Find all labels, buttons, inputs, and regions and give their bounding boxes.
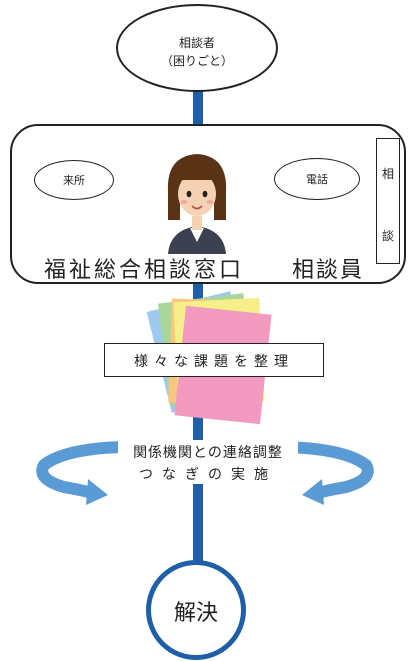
cycle-arrows	[36, 440, 374, 505]
side-char-top: 相	[381, 167, 394, 181]
side-consult-box: 相 談	[376, 138, 400, 264]
visit-label: 来所	[63, 174, 85, 187]
coordination-text-bg	[118, 440, 298, 484]
counselor-illustration	[167, 154, 227, 254]
desk-title: 福祉総合相談窓口	[44, 258, 245, 283]
coordination-line1: 関係機関との連絡調整	[133, 445, 283, 461]
issues-label: 様々な課題を整理	[134, 354, 294, 370]
flow-line-mid	[193, 284, 203, 564]
client-ellipse: 相談者 （困りごと）	[116, 4, 278, 92]
flow-line-top	[193, 90, 203, 126]
phone-bubble: 電話	[274, 158, 360, 200]
staff-label: 相談員	[292, 258, 365, 283]
client-label: 相談者	[178, 36, 215, 50]
client-subtitle: （困りごと）	[160, 54, 233, 68]
resolution-circle: 解決	[146, 560, 246, 660]
issues-box: 様々な課題を整理	[104, 343, 324, 377]
phone-label: 電話	[306, 173, 328, 186]
resolution-label: 解決	[173, 601, 218, 626]
side-char-bottom: 談	[381, 229, 394, 243]
coordination-line2: つなぎの実施	[139, 467, 277, 483]
visit-bubble: 来所	[34, 160, 114, 200]
